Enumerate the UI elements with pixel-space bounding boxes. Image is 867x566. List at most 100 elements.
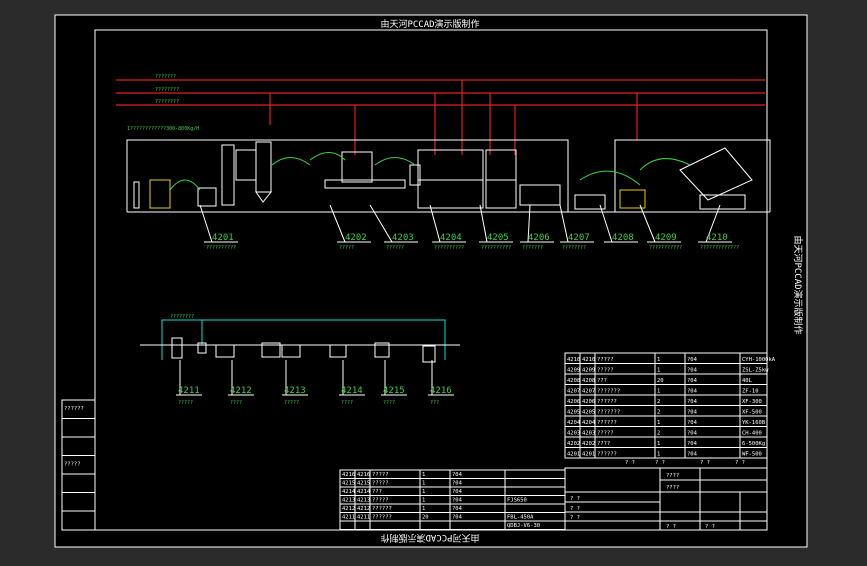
table-cell: 4215 bbox=[342, 481, 355, 487]
outer-frame bbox=[54, 14, 808, 548]
table-cell: ?04 bbox=[687, 399, 698, 405]
tag-desc: ?????????? bbox=[434, 245, 464, 251]
title-bottom: 由天河PCCAD演示版制作 bbox=[380, 532, 479, 544]
tag-desc: ?????????? bbox=[481, 245, 511, 251]
pipeline-group: ??????? ???????? ???????? bbox=[116, 74, 765, 155]
table-cell: ?04 bbox=[687, 420, 698, 426]
tag-desc: ???????? bbox=[562, 245, 586, 251]
table-cell: ?04 bbox=[687, 378, 698, 384]
table-cell: 40L bbox=[742, 378, 753, 384]
tag-desc: ???? bbox=[230, 400, 242, 406]
table-cell: 4206 bbox=[567, 399, 580, 405]
line1-tag-4202: 4202????? bbox=[329, 204, 371, 251]
tag-desc: ?????????? bbox=[206, 245, 236, 251]
table-cell: ?04 bbox=[687, 431, 698, 437]
table-cell: ??? bbox=[372, 489, 382, 495]
table-cell: 4213 bbox=[357, 498, 370, 504]
table-cell: ??????? bbox=[597, 410, 620, 416]
table-cell: 4210 bbox=[582, 357, 595, 363]
table-cell: 4204 bbox=[582, 420, 596, 426]
table-cell: 4212 bbox=[357, 506, 370, 512]
table-cell: 4203 bbox=[582, 431, 595, 437]
tag-id: 4205 bbox=[487, 233, 509, 243]
table-cell: XF-300 bbox=[742, 399, 762, 405]
table-cell: ZF-10 bbox=[742, 389, 759, 395]
table-cell: 4203 bbox=[567, 431, 580, 437]
table-cell: 4213 bbox=[342, 498, 355, 504]
tag-desc: ??????????? bbox=[649, 245, 682, 251]
table-cell: 4215 bbox=[357, 481, 370, 487]
table-cell: ?????? bbox=[597, 452, 617, 458]
line1-tag-4203: 4203?????? bbox=[369, 204, 418, 251]
table-cell: ?04 bbox=[452, 506, 463, 512]
line1-tag-4206: 4206??????? bbox=[520, 204, 554, 251]
grid-mark-group: ? ? ? ? ? ? ? ? bbox=[625, 460, 745, 466]
table-cell: 1 bbox=[657, 389, 660, 395]
title-side: 由天河PCCAD演示版制作 bbox=[792, 235, 804, 334]
table-cell: 4210 bbox=[567, 357, 580, 363]
table-cell: 4214 bbox=[357, 489, 371, 495]
table-cell: ?04 bbox=[687, 368, 698, 374]
title-top: 由天河PCCAD演示版制作 bbox=[380, 18, 479, 30]
table-cell: 4209 bbox=[582, 368, 595, 374]
table-cell: 1 bbox=[422, 472, 425, 478]
table-cell: ?04 bbox=[687, 441, 698, 447]
table-cell: 1 bbox=[657, 368, 660, 374]
tb-mark-2: ???? bbox=[666, 485, 679, 491]
table-cell: CH-400 bbox=[742, 431, 762, 437]
capacity-note: 1????????????300-800Kg/H bbox=[127, 126, 199, 132]
table-cell: 1 bbox=[657, 441, 660, 447]
table-cell: ?04 bbox=[687, 452, 698, 458]
tag-id: 4201 bbox=[212, 233, 234, 243]
table-cell: 4208 bbox=[582, 378, 595, 384]
line1-tag-4210: 4210????????????? bbox=[698, 204, 739, 251]
table-cell: XF-500 bbox=[742, 410, 762, 416]
table-cell: 1 bbox=[422, 489, 425, 495]
tag-id: 4206 bbox=[528, 233, 550, 243]
tag-desc: ????????????? bbox=[700, 245, 739, 251]
table-cell: 4207 bbox=[582, 389, 595, 395]
line1-tag-4201: 4201?????????? bbox=[199, 204, 238, 251]
table-cell: ??????? bbox=[597, 389, 620, 395]
table-cell: 6-500Kg bbox=[742, 441, 765, 447]
stamp-cell: ????? bbox=[64, 462, 81, 468]
line1-tag-4209: 4209??????????? bbox=[639, 204, 682, 251]
table-cell: ??? bbox=[597, 378, 607, 384]
tag-id: 4202 bbox=[345, 233, 367, 243]
tag-id: 4210 bbox=[706, 233, 728, 243]
tb-mark-7: ? ? bbox=[705, 524, 715, 530]
table-cell: ?????? bbox=[597, 399, 617, 405]
line1-tag-group: 4201??????????4202?????4203??????4204???… bbox=[199, 204, 739, 251]
table-cell: 4208 bbox=[567, 378, 580, 384]
table-cell: 4201 bbox=[582, 452, 595, 458]
table-cell: 4204 bbox=[567, 420, 581, 426]
table-cell: 1 bbox=[422, 498, 425, 504]
table-cell: ?04 bbox=[452, 498, 463, 504]
tag-id: 4203 bbox=[392, 233, 414, 243]
process-line-2: ???????? bbox=[140, 314, 460, 363]
table-cell: 1 bbox=[657, 357, 660, 363]
line2-tag-4213: 4213????? bbox=[282, 360, 308, 406]
table-cell: ?04 bbox=[687, 357, 698, 363]
tb-mark-3: ? ? bbox=[570, 496, 580, 502]
tag-desc: ????? bbox=[284, 400, 299, 406]
table-cell: FBL-450A bbox=[507, 515, 534, 521]
table-cell: 1 bbox=[657, 452, 660, 458]
table-cell: 4207 bbox=[567, 389, 580, 395]
tb-mark-6: ? ? bbox=[666, 524, 676, 530]
table-cell: 20 bbox=[657, 378, 664, 384]
tag-desc: ?????? bbox=[386, 245, 404, 251]
tag-desc: ????? bbox=[178, 400, 193, 406]
tag-id: 4214 bbox=[341, 386, 363, 396]
line2-tag-group: 4211?????4212????4213?????4214????4215??… bbox=[176, 360, 454, 406]
table-cell: FJS650 bbox=[507, 498, 527, 504]
